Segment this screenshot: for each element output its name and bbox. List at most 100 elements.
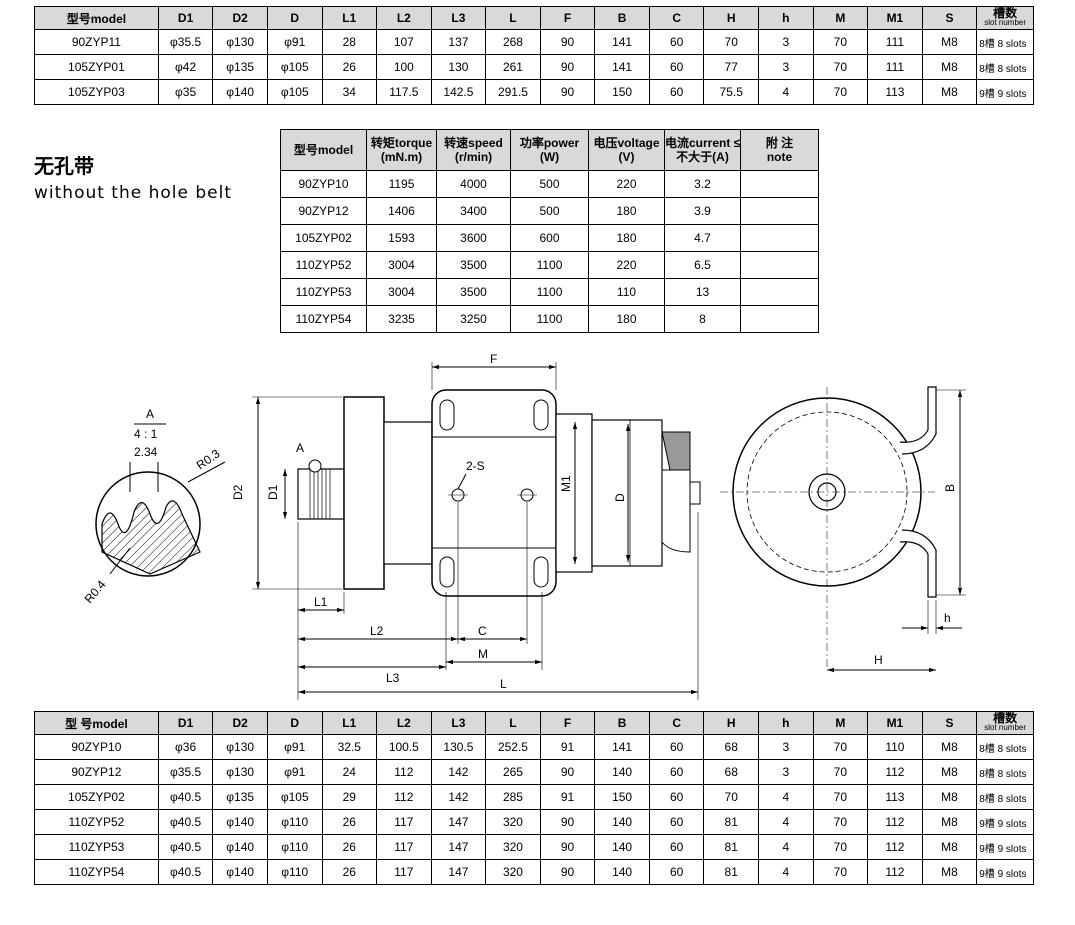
table-cell: 220	[588, 170, 665, 198]
table-cell: 117	[376, 834, 432, 860]
table-cell: 140	[594, 859, 650, 885]
table-cell: φ110	[266, 834, 323, 860]
dim-d2: D2	[231, 484, 245, 500]
dim-b: B	[943, 484, 957, 492]
table-cell: 60	[648, 834, 705, 860]
dim-l2: L2	[370, 624, 384, 638]
table-cell: 29	[321, 784, 378, 810]
table-cell: M8	[921, 54, 978, 80]
table-cell: 91	[539, 734, 596, 760]
dim-f: F	[490, 352, 497, 366]
slot-header-en: slot number	[984, 18, 1027, 27]
table-cell: 110ZYP53	[34, 834, 159, 860]
column-header: D2	[212, 711, 268, 735]
label-a: A	[296, 441, 304, 455]
detail-label: A	[146, 407, 154, 421]
table-cell: 600	[510, 224, 589, 252]
table-cell: 90	[539, 859, 596, 885]
table-cell: 60	[648, 79, 705, 105]
table-cell: 147	[430, 809, 487, 835]
table-cell: φ135	[212, 784, 268, 810]
table-cell: φ130	[212, 29, 268, 55]
table-cell: 180	[588, 305, 665, 333]
column-header: D2	[212, 6, 268, 30]
column-header: C	[648, 6, 705, 30]
dim-h: H	[874, 653, 883, 667]
table-cell: 28	[321, 29, 378, 55]
table-cell: 60	[648, 784, 705, 810]
table-cell: M8	[921, 734, 978, 760]
header-line-2: (mN.m)	[380, 150, 423, 164]
table-cell: 1195	[366, 170, 437, 198]
header-line-1: 转速speed	[444, 136, 503, 150]
slot-header-en: slot number	[984, 723, 1027, 732]
table-cell: 34	[321, 79, 378, 105]
table-cell: 70	[812, 734, 869, 760]
table-cell: 13	[664, 278, 741, 306]
table-cell: 70	[812, 759, 869, 785]
table-cell: φ40.5	[157, 834, 214, 860]
table-cell: 70	[812, 834, 869, 860]
table-cell: 140	[594, 834, 650, 860]
table-cell: 100.5	[376, 734, 432, 760]
table-cell: 24	[321, 759, 378, 785]
dim-m: M	[478, 647, 488, 661]
table-cell: 8槽 8 slots	[976, 784, 1034, 810]
table-cell: 90ZYP12	[34, 759, 159, 785]
table-cell: 150	[594, 79, 650, 105]
column-header: 型 号model	[34, 711, 159, 735]
table-cell: M8	[921, 859, 978, 885]
column-header: D1	[157, 6, 214, 30]
table-cell: 3.9	[664, 197, 741, 225]
column-header: L2	[376, 711, 432, 735]
table-cell: 142	[430, 784, 487, 810]
perf-column-header: 转速speed(r/min)	[436, 129, 511, 171]
table-cell: 3600	[436, 224, 511, 252]
table-cell: 8槽 8 slots	[976, 734, 1034, 760]
table-cell	[740, 251, 819, 279]
column-header: M	[812, 711, 869, 735]
table-cell: 111	[867, 54, 923, 80]
label-2s: 2-S	[466, 459, 485, 473]
table-cell: 26	[321, 809, 378, 835]
column-header: D	[266, 6, 323, 30]
table-cell: φ105	[266, 784, 323, 810]
table-cell: 110ZYP53	[280, 278, 367, 306]
table-cell: 140	[594, 759, 650, 785]
detail-pitch: 2.34	[134, 445, 158, 459]
table-cell: M8	[921, 809, 978, 835]
table-cell: 3004	[366, 278, 437, 306]
table-cell: 112	[867, 859, 923, 885]
table-cell: 4	[758, 859, 814, 885]
slot-header-cn: 槽数	[993, 6, 1018, 20]
table-cell: 3	[758, 734, 814, 760]
table-cell: 110ZYP54	[280, 305, 367, 333]
dim-d1: D1	[266, 484, 280, 500]
table-cell: φ130	[212, 759, 268, 785]
table-cell: 3	[758, 759, 814, 785]
table-cell: 110ZYP54	[34, 859, 159, 885]
perf-column-header: 转矩torque(mN.m)	[366, 129, 437, 171]
slot-header-cn: 槽数	[993, 711, 1018, 725]
table-cell: 77	[703, 54, 759, 80]
table-cell: φ140	[212, 809, 268, 835]
table-cell: 81	[703, 834, 759, 860]
table-cell: M8	[921, 759, 978, 785]
table-cell: 112	[376, 784, 432, 810]
table-cell: 268	[485, 29, 541, 55]
table-cell: 110	[867, 734, 923, 760]
table-cell: φ110	[266, 809, 323, 835]
table-cell: 112	[867, 834, 923, 860]
table-cell: 70	[812, 79, 869, 105]
table-cell: 252.5	[485, 734, 541, 760]
header-line-1: 型号model	[293, 143, 354, 157]
table-cell: φ91	[266, 29, 323, 55]
